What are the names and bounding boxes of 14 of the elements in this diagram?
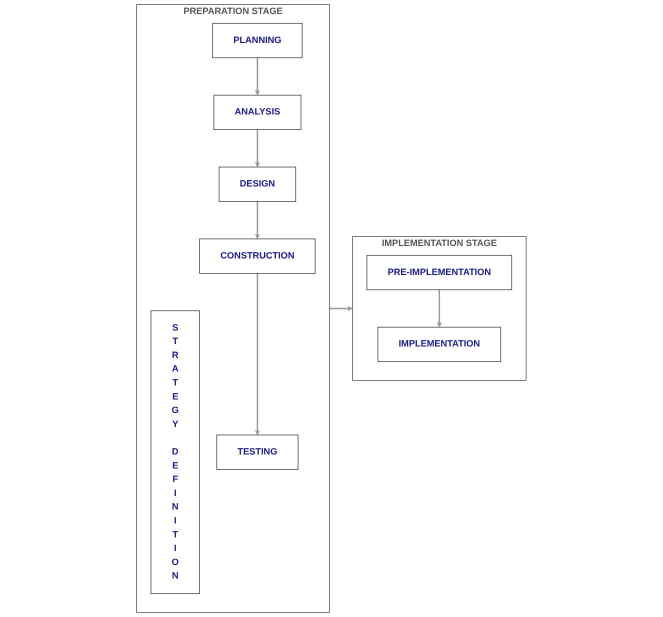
node-box: PRE-IMPLEMENTATION xyxy=(366,254,512,290)
node-box: ANALYSIS xyxy=(214,94,302,130)
arrow xyxy=(255,202,260,240)
node-box: STRATEGY DEFINITION xyxy=(150,310,200,594)
node-box: TESTING xyxy=(216,434,299,470)
arrow xyxy=(330,306,353,312)
node-box: PLANNING xyxy=(212,22,303,58)
arrow xyxy=(255,58,260,96)
arrow xyxy=(255,130,260,168)
node-box: IMPLEMENTATION xyxy=(378,326,502,362)
arrow xyxy=(255,273,260,436)
arrow xyxy=(436,290,442,328)
node-box: DESIGN xyxy=(218,166,296,202)
node-box: CONSTRUCTION xyxy=(199,238,316,274)
